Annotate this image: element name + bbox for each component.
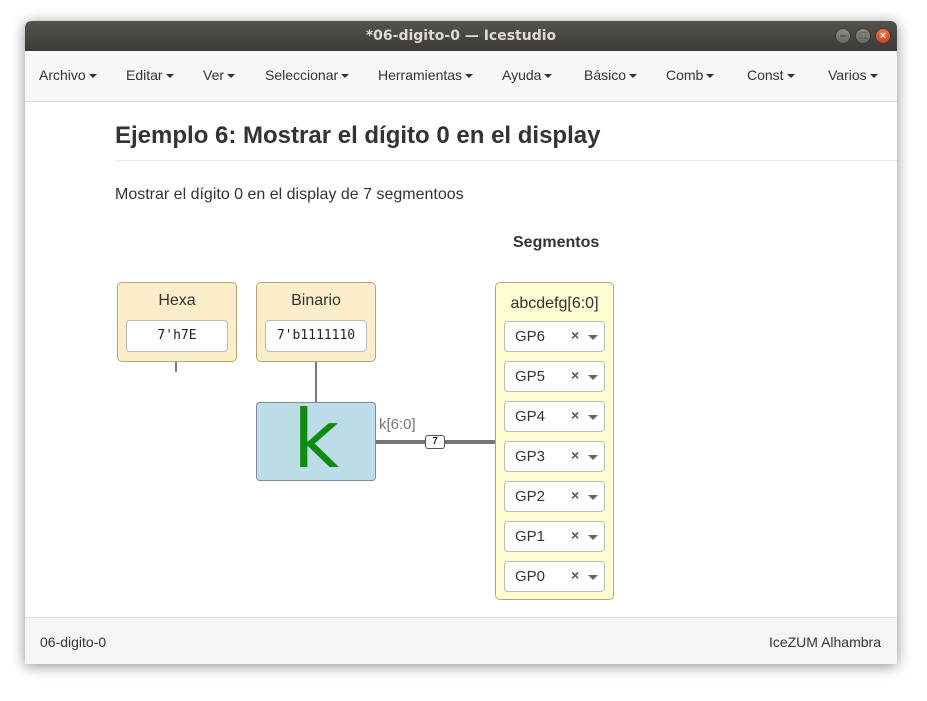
chevron-down-icon[interactable] bbox=[588, 455, 598, 460]
chevron-down-icon[interactable] bbox=[588, 495, 598, 500]
app-window: *06-digito-0 — Icestudio – □ × Archivo E… bbox=[25, 21, 897, 664]
description-text: Mostrar el dígito 0 en el display de 7 s… bbox=[115, 186, 464, 203]
binario-constant-block[interactable]: Binario 7'b1111110 bbox=[256, 282, 376, 362]
maximize-icon: □ bbox=[859, 30, 867, 42]
pin-label: GP0 bbox=[515, 568, 546, 585]
menu-archivo[interactable]: Archivo bbox=[39, 67, 97, 83]
clear-icon[interactable]: × bbox=[571, 487, 580, 503]
caret-down-icon bbox=[786, 74, 795, 79]
hexa-label: Hexa bbox=[158, 292, 196, 309]
chevron-down-icon[interactable] bbox=[588, 335, 598, 340]
chevron-down-icon[interactable] bbox=[588, 535, 598, 540]
menu-const[interactable]: Const bbox=[747, 67, 795, 83]
clear-icon[interactable]: × bbox=[571, 367, 580, 383]
caret-down-icon bbox=[706, 74, 715, 79]
k-block-label: k bbox=[292, 393, 340, 486]
pin-select-gp1[interactable]: GP1 × bbox=[504, 521, 605, 552]
menu-varios[interactable]: Varios bbox=[828, 67, 878, 83]
close-button[interactable]: × bbox=[875, 28, 891, 44]
caret-down-icon bbox=[869, 74, 878, 79]
window-title: *06-digito-0 — Icestudio bbox=[365, 28, 557, 44]
menu-comb[interactable]: Comb bbox=[666, 67, 715, 83]
pin-label: GP5 bbox=[515, 368, 546, 385]
output-block[interactable]: abcdefg[6:0] GP6 × GP5 × GP4 × GP3 × bbox=[495, 282, 614, 600]
caret-down-icon bbox=[629, 74, 638, 79]
bus-width-badge: 7 bbox=[425, 435, 445, 449]
board-name[interactable]: IceZUM Alhambra bbox=[768, 634, 881, 650]
chevron-down-icon[interactable] bbox=[588, 575, 598, 580]
pin-select-gp3[interactable]: GP3 × bbox=[504, 441, 605, 472]
clear-icon[interactable]: × bbox=[571, 407, 580, 423]
menu-bar: Archivo Editar Ver Seleccionar Herramien… bbox=[25, 51, 897, 102]
binario-value-input[interactable]: 7'b1111110 bbox=[265, 320, 367, 352]
close-icon: × bbox=[879, 30, 887, 42]
menu-herramientas[interactable]: Herramientas bbox=[378, 67, 474, 83]
pin-label: GP3 bbox=[515, 448, 546, 465]
chevron-down-icon[interactable] bbox=[588, 415, 598, 420]
binario-label: Binario bbox=[291, 292, 341, 309]
output-label: abcdefg[6:0] bbox=[510, 295, 599, 312]
pin-select-gp6[interactable]: GP6 × bbox=[504, 321, 605, 352]
title-bar: *06-digito-0 — Icestudio – □ × bbox=[25, 21, 897, 51]
clear-icon[interactable]: × bbox=[571, 327, 580, 343]
menu-basico[interactable]: Básico bbox=[584, 67, 638, 83]
pin-select-gp5[interactable]: GP5 × bbox=[504, 361, 605, 392]
clear-icon[interactable]: × bbox=[571, 447, 580, 463]
minimize-icon: – bbox=[839, 30, 847, 42]
caret-down-icon bbox=[227, 74, 236, 79]
pin-label: GP1 bbox=[515, 528, 546, 545]
k-block[interactable]: k bbox=[256, 393, 376, 486]
pin-select-gp2[interactable]: GP2 × bbox=[504, 481, 605, 512]
menu-editar[interactable]: Editar bbox=[126, 67, 174, 83]
caret-down-icon bbox=[341, 74, 350, 79]
pin-select-gp4[interactable]: GP4 × bbox=[504, 401, 605, 432]
status-bar: 06-digito-0 IceZUM Alhambra bbox=[25, 617, 897, 664]
minimize-button[interactable]: – bbox=[835, 28, 851, 44]
caret-down-icon bbox=[88, 74, 97, 79]
segments-title: Segmentos bbox=[513, 234, 600, 251]
page-title: Ejemplo 6: Mostrar el dígito 0 en el dis… bbox=[115, 122, 601, 149]
hexa-constant-block[interactable]: Hexa 7'h7E bbox=[117, 282, 237, 362]
clear-icon[interactable]: × bbox=[571, 567, 580, 583]
menu-seleccionar[interactable]: Seleccionar bbox=[265, 67, 350, 83]
menu-ver[interactable]: Ver bbox=[203, 67, 236, 83]
caret-down-icon bbox=[165, 74, 174, 79]
chevron-down-icon[interactable] bbox=[588, 375, 598, 380]
clear-icon[interactable]: × bbox=[571, 527, 580, 543]
caret-down-icon bbox=[465, 74, 474, 79]
project-name: 06-digito-0 bbox=[40, 634, 107, 650]
wire-label: k[6:0] bbox=[379, 416, 416, 433]
pin-label: GP2 bbox=[515, 488, 546, 505]
pin-label: GP4 bbox=[515, 408, 546, 425]
design-canvas[interactable]: Ejemplo 6: Mostrar el dígito 0 en el dis… bbox=[25, 102, 897, 617]
heading-divider bbox=[115, 160, 897, 161]
hexa-value-input[interactable]: 7'h7E bbox=[126, 320, 228, 352]
menu-ayuda[interactable]: Ayuda bbox=[502, 67, 553, 83]
caret-down-icon bbox=[544, 74, 553, 79]
pin-label: GP6 bbox=[515, 328, 546, 345]
pin-select-gp0[interactable]: GP0 × bbox=[504, 561, 605, 592]
maximize-button[interactable]: □ bbox=[855, 28, 871, 44]
